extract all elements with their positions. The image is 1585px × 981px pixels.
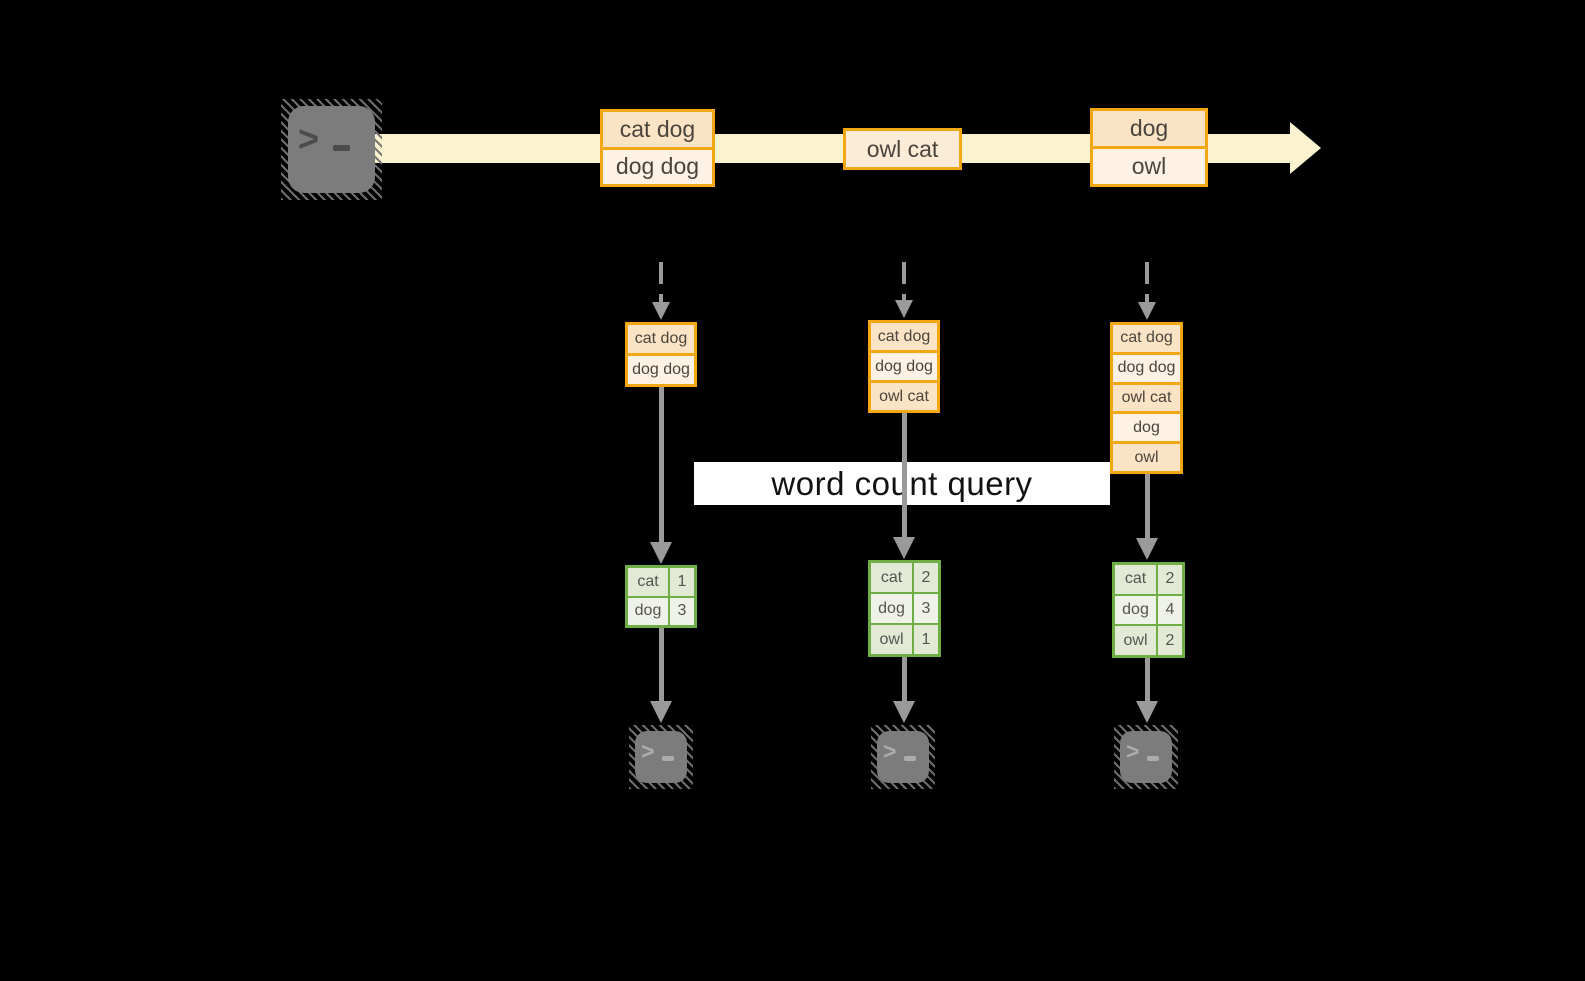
terminal-body xyxy=(877,731,929,783)
count-value-cell: 1 xyxy=(670,568,694,596)
buffer-row: owl cat xyxy=(1113,384,1180,412)
event-line: dog xyxy=(1093,111,1205,146)
output-arrow xyxy=(659,627,664,703)
event-line: owl cat xyxy=(846,131,959,167)
output-arrowhead-icon xyxy=(650,701,672,723)
ingest-dashed-arrow xyxy=(659,262,663,302)
terminal-cursor-icon xyxy=(662,756,674,761)
stream-arrowhead-icon xyxy=(1290,122,1321,174)
stream-event-box-3: dog owl xyxy=(1090,108,1208,187)
ingest-dashed-arrow xyxy=(1145,262,1149,302)
buffer-row: dog dog xyxy=(1113,354,1180,382)
source-terminal-icon: > xyxy=(281,99,382,200)
count-value-cell: 3 xyxy=(914,594,938,623)
ingest-arrowhead-icon xyxy=(652,302,670,320)
partition-buffer-1: cat dog dog dog xyxy=(625,322,697,387)
buffer-row: owl cat xyxy=(871,383,937,410)
partition-buffer-2: cat dog dog dog owl cat xyxy=(868,320,940,413)
terminal-body xyxy=(1120,731,1172,783)
buffer-row: dog dog xyxy=(628,356,694,384)
buffer-row: dog xyxy=(1113,414,1180,442)
terminal-prompt-icon: > xyxy=(641,738,655,764)
output-arrowhead-icon xyxy=(893,701,915,723)
count-word-cell: cat xyxy=(871,563,912,592)
stream-event-box-2: owl cat xyxy=(843,128,962,170)
partition-buffer-3: cat dog dog dog owl cat dog owl xyxy=(1110,322,1183,474)
terminal-prompt-icon: > xyxy=(1126,738,1140,764)
count-value-cell: 2 xyxy=(1158,626,1182,655)
count-word-cell: cat xyxy=(1115,565,1156,594)
count-table-3: cat 2 dog 4 owl 2 xyxy=(1112,562,1185,658)
buffer-row: cat dog xyxy=(628,325,694,353)
output-terminal-icon-2: > xyxy=(871,725,935,789)
terminal-cursor-icon xyxy=(904,756,916,761)
count-word-cell: owl xyxy=(1115,626,1156,655)
query-arrow xyxy=(902,411,907,537)
count-word-cell: cat xyxy=(628,568,668,596)
query-arrowhead-icon xyxy=(650,542,672,564)
output-arrow xyxy=(1145,657,1150,703)
count-word-cell: dog xyxy=(871,594,912,623)
query-arrow xyxy=(659,386,664,542)
event-line: dog dog xyxy=(603,149,712,184)
buffer-row: dog dog xyxy=(871,353,937,380)
query-arrowhead-icon xyxy=(893,537,915,559)
terminal-cursor-icon xyxy=(333,145,350,151)
count-value-cell: 3 xyxy=(670,597,694,625)
event-line: cat dog xyxy=(603,112,712,147)
output-terminal-icon-3: > xyxy=(1114,725,1178,789)
output-arrowhead-icon xyxy=(1136,701,1158,723)
buffer-row: owl xyxy=(1113,444,1180,471)
ingest-arrowhead-icon xyxy=(1138,302,1156,320)
ingest-arrowhead-icon xyxy=(895,300,913,318)
event-line: owl xyxy=(1093,149,1205,184)
count-table-2: cat 2 dog 3 owl 1 xyxy=(868,560,941,657)
count-word-cell: owl xyxy=(871,625,912,654)
count-value-cell: 1 xyxy=(914,625,938,654)
terminal-prompt-icon: > xyxy=(883,738,897,764)
ingest-dashed-arrow xyxy=(902,262,906,300)
count-value-cell: 4 xyxy=(1158,595,1182,625)
terminal-body xyxy=(635,731,687,783)
count-value-cell: 2 xyxy=(914,563,938,592)
stream-event-box-1: cat dog dog dog xyxy=(600,109,715,187)
output-arrow xyxy=(902,656,907,703)
terminal-prompt-icon: > xyxy=(298,118,320,159)
query-arrow xyxy=(1145,473,1150,538)
count-word-cell: dog xyxy=(628,597,668,625)
count-word-cell: dog xyxy=(1115,595,1156,625)
count-value-cell: 2 xyxy=(1158,565,1182,594)
buffer-row: cat dog xyxy=(1113,325,1180,352)
terminal-cursor-icon xyxy=(1147,756,1159,761)
count-table-1: cat 1 dog 3 xyxy=(625,565,697,628)
query-arrowhead-icon xyxy=(1136,538,1158,560)
output-terminal-icon-1: > xyxy=(629,725,693,789)
buffer-row: cat dog xyxy=(871,323,937,350)
terminal-body xyxy=(288,106,375,193)
